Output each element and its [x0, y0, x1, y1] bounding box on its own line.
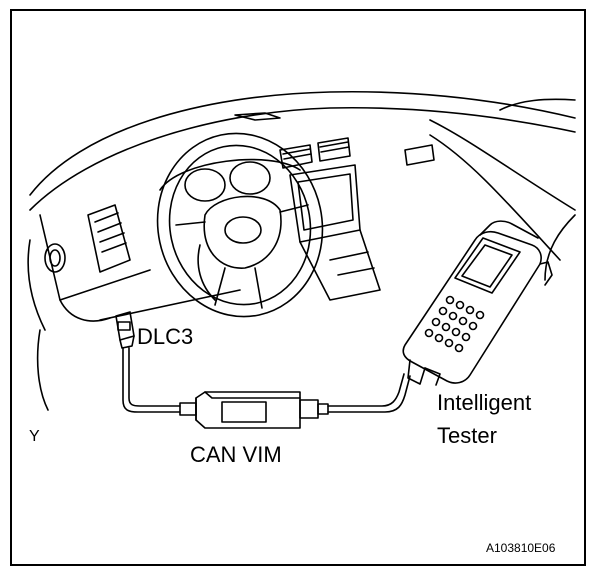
- figure-code: A103810E06: [486, 541, 556, 555]
- can-vim-module[interactable]: [179, 391, 329, 429]
- dashboard: [27, 90, 576, 411]
- left-air-vent: [87, 204, 131, 273]
- intelligent-tester-label-line2: Tester: [437, 423, 497, 448]
- corner-mark: Y: [29, 428, 40, 445]
- speaker-grille: [44, 243, 66, 273]
- can-vim-label: CAN VIM: [190, 442, 282, 467]
- cable-dlc3-to-vim: [122, 347, 181, 413]
- steering-wheel: [156, 132, 324, 318]
- cable-vim-to-tester[interactable]: [327, 373, 411, 413]
- intelligent-tester-device[interactable]: [402, 220, 553, 386]
- center-air-vents: [279, 137, 435, 169]
- dlc3-connector: [115, 311, 135, 349]
- intelligent-tester-label-line1: Intelligent: [437, 390, 532, 415]
- dlc3-label: DLC3: [137, 324, 194, 349]
- instrument-cluster: [159, 158, 301, 202]
- center-console: [289, 164, 381, 301]
